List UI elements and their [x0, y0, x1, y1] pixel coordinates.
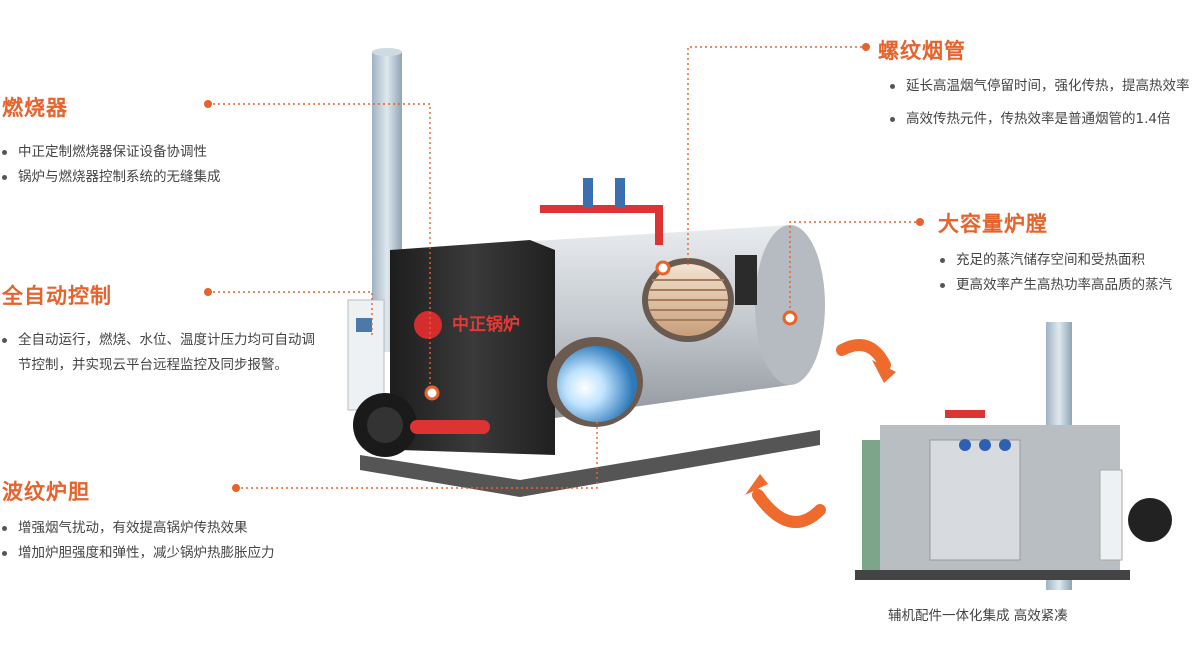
flow-arrow-up — [752, 489, 826, 528]
gas-pipe — [410, 420, 490, 434]
list-item: 增强烟气扰动，有效提高锅炉传热效果 — [2, 516, 342, 541]
feature-list-burner: 中正定制燃烧器保证设备协调性 锅炉与燃烧器控制系统的无缝集成 — [2, 140, 302, 190]
list-item: 增加炉胆强度和弹性，减少锅炉热膨胀应力 — [2, 541, 342, 566]
feature-title-burner: 燃烧器 — [2, 96, 68, 120]
flow-arrow-down — [836, 339, 891, 371]
brand-logo-text: 中正锅炉 — [452, 314, 520, 335]
aux-equipment-rack — [929, 439, 1021, 561]
feature-title-threaded-tube: 螺纹烟管 — [878, 39, 966, 63]
boiler-front-panel — [390, 240, 555, 455]
list-item: 锅炉与燃烧器控制系统的无缝集成 — [2, 165, 302, 190]
boiler-end-cap — [755, 225, 825, 385]
list-item: 延长高温烟气停留时间，强化传热，提高热效率 — [890, 74, 1196, 99]
rear-control-cabinet — [1099, 469, 1123, 561]
callout-leader-lines — [208, 46, 916, 489]
water-level-gauge — [735, 255, 757, 305]
feature-list-corrugated-furnace: 增强烟气扰动，有效提高锅炉传热效果 增加炉胆强度和弹性，减少锅炉热膨胀应力 — [2, 516, 342, 566]
list-item: 中正定制燃烧器保证设备协调性 — [2, 140, 302, 165]
brand-logo-mark — [414, 311, 442, 339]
rear-burner — [1128, 498, 1172, 542]
list-item: 高效传热元件，传热效率是普通烟管的1.4倍 — [890, 107, 1196, 132]
feature-list-large-furnace: 充足的蒸汽储存空间和受热面积 更高效率产生高热功率高品质的蒸汽 — [940, 248, 1190, 298]
list-item: 更高效率产生高热功率高品质的蒸汽 — [940, 273, 1190, 298]
control-cabinet — [347, 299, 385, 411]
steam-pipe — [540, 205, 660, 213]
feature-title-corrugated-furnace: 波纹炉胆 — [2, 480, 90, 504]
list-item: 全自动运行，燃烧、水位、温度计压力均可自动调节控制，并实现云平台远程监控及同步报… — [2, 328, 320, 378]
list-item: 充足的蒸汽储存空间和受热面积 — [940, 248, 1190, 273]
feature-title-large-furnace: 大容量炉膛 — [938, 212, 1048, 236]
base-frame — [360, 430, 820, 497]
feature-list-threaded-tube: 延长高温烟气停留时间，强化传热，提高热效率 高效传热元件，传热效率是普通烟管的1… — [890, 74, 1196, 132]
water-softener — [862, 440, 880, 570]
feature-title-auto-control: 全自动控制 — [2, 284, 112, 308]
aux-caption: 辅机配件一体化集成 高效紧凑 — [888, 608, 1068, 624]
feature-list-auto-control: 全自动运行，燃烧、水位、温度计压力均可自动调节控制，并实现云平台远程监控及同步报… — [2, 328, 320, 378]
